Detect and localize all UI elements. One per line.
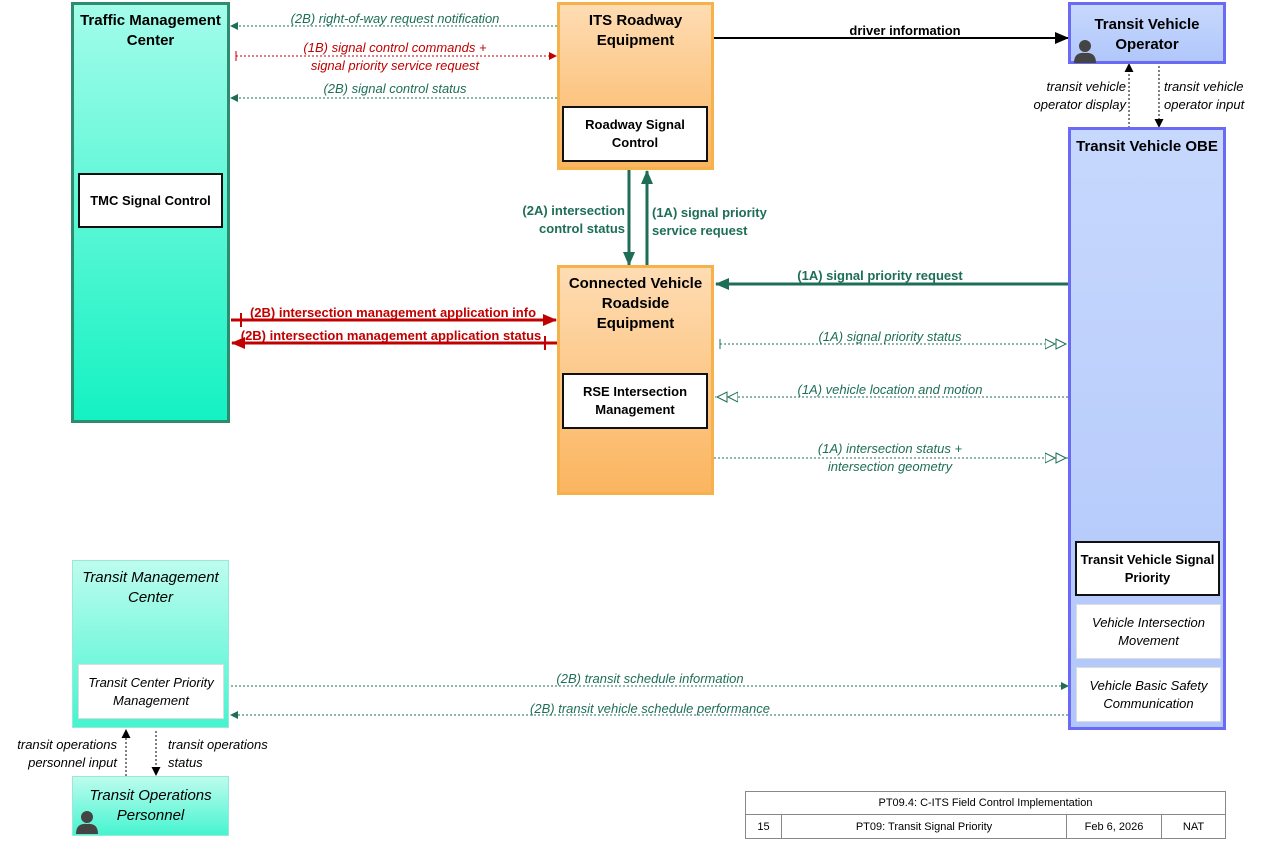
transit-ops-personnel-box: Transit Operations Personnel: [72, 776, 229, 836]
cv-roadside-title: Connected Vehicle Roadside Equipment: [568, 275, 703, 332]
tmc-signal-control-box: TMC Signal Control: [78, 173, 223, 228]
flow-signal-cmds-label-2: signal priority service request: [310, 58, 480, 73]
flow-ops-status-label-2: status: [168, 755, 203, 770]
flow-ix-status-label-1: (1A) intersection status +: [817, 441, 963, 456]
flow-sp-status-label: (1A) signal priority status: [818, 329, 962, 344]
tmc-title: Traffic Management Center: [80, 12, 221, 49]
rse-intersection-management-box: RSE Intersection Management: [562, 373, 708, 429]
its-roadway-title: ITS Roadway Equipment: [588, 12, 683, 49]
vehicle-intersection-movement-box: Vehicle Intersection Movement: [1076, 604, 1221, 659]
obe-title: Transit Vehicle OBE: [1076, 138, 1218, 155]
person-icon: [76, 811, 98, 834]
flow-op-display-label-2: operator display: [1033, 97, 1127, 112]
title-block-scope: NAT: [1161, 814, 1226, 839]
flow-sp-request-label: (1A) signal priority request: [797, 268, 963, 283]
vehicle-basic-safety-box: Vehicle Basic Safety Communication: [1076, 667, 1221, 722]
title-block-service: PT09: Transit Signal Priority: [781, 814, 1067, 839]
flow-ima-info-label: (2B) intersection management application…: [249, 305, 537, 320]
flow-sp-service-request-label-2: service request: [652, 223, 748, 238]
flow-ix-control-status-label-2: control status: [539, 221, 625, 236]
transit-center-priority-box: Transit Center Priority Management: [78, 664, 224, 719]
flow-ix-status-label-2: intersection geometry: [827, 459, 953, 474]
flow-ops-input-label-1: transit operations: [17, 737, 117, 752]
flow-row-notification-label: (2B) right-of-way request notification: [290, 11, 500, 26]
flow-sp-service-request-label-1: (1A) signal priority: [652, 205, 767, 220]
transit-mgmt-title: Transit Management Center: [82, 569, 219, 606]
person-icon: [1074, 40, 1096, 63]
flow-driver-info-label: driver information: [849, 23, 961, 38]
roadway-signal-control-box: Roadway Signal Control: [562, 106, 708, 162]
flow-ops-status-label-1: transit operations: [168, 737, 268, 752]
flow-veh-location-label: (1A) vehicle location and motion: [797, 382, 983, 397]
flow-ima-status-label: (2B) intersection management application…: [240, 328, 542, 343]
flow-signal-status-label: (2B) signal control status: [323, 81, 467, 96]
flow-op-display-label-1: transit vehicle: [1046, 79, 1126, 94]
flow-ix-control-status-label-1: (2A) intersection: [522, 203, 625, 218]
flow-schedule-perf-label: (2B) transit vehicle schedule performanc…: [530, 701, 770, 716]
title-block-date: Feb 6, 2026: [1066, 814, 1162, 839]
title-block-number: 15: [745, 814, 782, 839]
flow-ops-input-label-2: personnel input: [28, 755, 117, 770]
operator-title: Transit Vehicle Operator: [1094, 16, 1200, 53]
transit-vehicle-operator-box: Transit Vehicle Operator: [1068, 2, 1226, 64]
flow-schedule-info-label: (2B) transit schedule information: [556, 671, 744, 686]
flow-op-input-label-2: operator input: [1164, 97, 1245, 112]
flow-op-input-label-1: transit vehicle: [1164, 79, 1244, 94]
personnel-title: Transit Operations Personnel: [89, 787, 212, 824]
title-block-title: PT09.4: C-ITS Field Control Implementati…: [745, 791, 1226, 815]
transit-vehicle-signal-priority-box: Transit Vehicle Signal Priority: [1075, 541, 1220, 596]
flow-signal-cmds-label-1: (1B) signal control commands +: [303, 40, 487, 55]
